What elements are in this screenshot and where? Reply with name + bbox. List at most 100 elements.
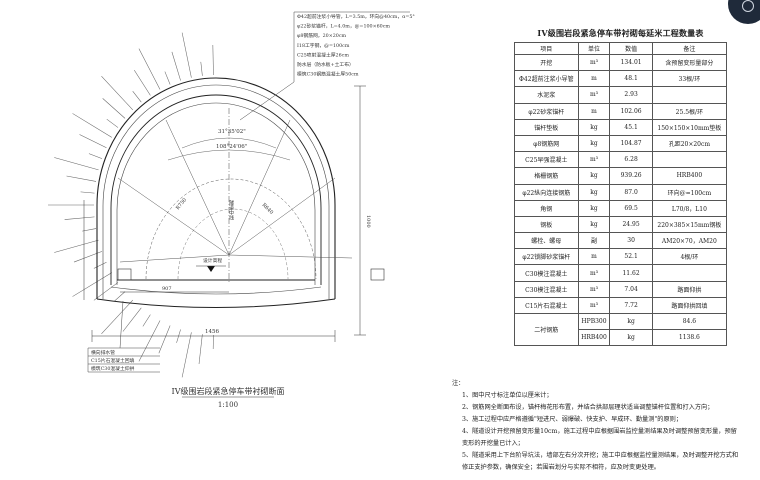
clearance-arc-inner [177,208,289,280]
legend-line: 模筑C30混凝土仰拱 [91,365,135,372]
cell-item: φ22锁脚砂浆锚杆 [514,248,579,266]
radius-line-2 [228,177,336,256]
cell-value: 6.28 [609,151,653,169]
cell-remark: 孔距20×20cm [651,134,727,153]
cell-remark: 150×150×10mm垫板 [651,118,727,136]
cell-unit: kg [577,183,611,201]
cell-remark [651,264,727,282]
cell-unit: kg [577,118,611,136]
cell-item: C30模注混凝土 [514,280,579,298]
hatch-ray [72,113,112,138]
note-item: 1、图中尺寸标注单位以厘米计； [462,392,553,399]
notes-heading: 注： [452,380,465,387]
hatch-ray [106,118,119,128]
cell-unit: 副 [577,232,611,250]
hatch-ray [72,272,112,297]
radius-line-1 [117,177,230,256]
cell-item: 水泥浆 [514,86,579,104]
cell-value: 87.0 [609,183,653,201]
note-item: 3、施工过程中应严格遵循"短进尺、弱爆破、快支护、早成环、勤量测"的原则； [462,416,683,423]
radius-line-5 [119,254,230,263]
hatch-ray [66,175,97,182]
cell-item: φ22砂浆锚杆 [514,102,579,120]
dim-label-width: 1456 [205,329,219,335]
angle-label-2: 108°24'06" [216,144,247,150]
cell-unit: m [577,248,611,266]
cell-value: 24.95 [609,215,653,234]
cell-item: 角钢 [514,199,579,217]
cell-item: Φ42超前注浆小导管 [514,70,579,88]
cell-item: 螺栓、螺母 [514,232,579,250]
hatch-ray [171,51,181,81]
hatch-ray [142,314,151,327]
cell-grade: HPB300 [577,312,611,331]
legend-line: 模筑C30钢筋混凝土厚50cm [297,71,359,78]
hatch-ray [73,251,103,263]
clearance-arc [145,178,317,280]
support-legend: Φ42超前注浆小导管，L=3.5m，环向@40cm，α=5°φ22砂浆锚杆，L=… [239,11,415,121]
radius-label-1: R750 [175,197,188,211]
cell-remark: 25.5根/环 [651,102,727,120]
cell-item: C25早强混凝土 [514,151,579,169]
cell-value: 1138.6 [651,329,727,347]
dim-label-half: 907 [162,286,172,292]
table-title: IV级围岩段紧急停车带衬砌每延米工程数量表 [537,28,704,38]
centre-line-label: 隧道中线 [228,199,234,220]
legend-line: C25喷射混凝土厚26cm [297,51,349,58]
cell-value: 48.1 [609,70,653,88]
cell-unit: kg [609,329,653,347]
hatch-ray [138,320,161,362]
hatch-ray [134,69,151,96]
radius-label-2: R640 [261,202,275,216]
corner-badge-icon [742,0,754,12]
note-item: 修正支护参数，确保安全；若围岩划分与实际不相符，应及时变更处理。 [462,464,660,471]
tunnel-cross-section-drawing: Φ42超前注浆小导管，L=3.5m，环向@40cm，α=5°φ22砂浆锚杆，L=… [48,11,415,409]
drawing-title: IV级围岩段紧急停车带衬砌断面 [172,386,285,396]
invert-inner [110,286,322,295]
hatch-ray [54,239,99,253]
header-unit: 单位 [577,42,611,55]
cell-value: 30 [609,232,653,250]
note-item: 4、隧道设计开挖预留变形量10cm，施工过程中应根据围岩监控量测结果及时调整预留… [462,428,737,435]
cell-remark: 4根/环 [651,248,727,266]
cell-item: C30模注混凝土 [514,264,579,282]
elevation-label: 设计高程 [203,257,222,264]
angle-label-1: 31°35'02" [218,129,246,135]
hatch-ray [101,76,134,111]
notes-list: 1、图中尺寸标注单位以厘米计；2、钢筋网全断面布设，锚杆梅花形布置，并结合拱部层… [452,390,752,474]
notes-section: 注： 1、图中尺寸标注单位以厘米计；2、钢筋网全断面布设，锚杆梅花形布置，并结合… [452,378,752,474]
hatch-ray [80,191,95,194]
hatch-ray [158,325,171,354]
cell-remark: 路面仰拱回填 [651,296,727,315]
hatch-ray [200,61,203,76]
design-elevation-marker [207,266,215,272]
inner-lining-line [116,102,316,285]
legend-line: φ22砂浆锚杆，L=4.0m，@=100×60cm [297,23,390,30]
radius-line-6 [228,254,353,259]
legend-line: 防水层（防水板+土工布） [297,61,354,68]
legend-line: C15片石混凝土回填 [91,357,135,364]
header-item: 项目 [514,42,579,55]
hatch-ray [82,228,97,232]
cell-remark: 路面仰拱 [651,280,727,298]
cell-value: 11.62 [609,264,653,282]
cell-unit: kg [609,312,653,331]
cell-unit: m [577,70,611,88]
cell-unit: m³ [577,151,611,169]
cell-grade: HRB400 [577,329,611,347]
angle-arc-2 [167,149,291,161]
cell-unit: m [577,102,611,120]
note-item: 5、隧道采用上下台阶导坑法，墙部左右分次开挖；施工中应根据监控量测结果，及时调整… [462,452,739,459]
hatch-ray [88,153,103,159]
